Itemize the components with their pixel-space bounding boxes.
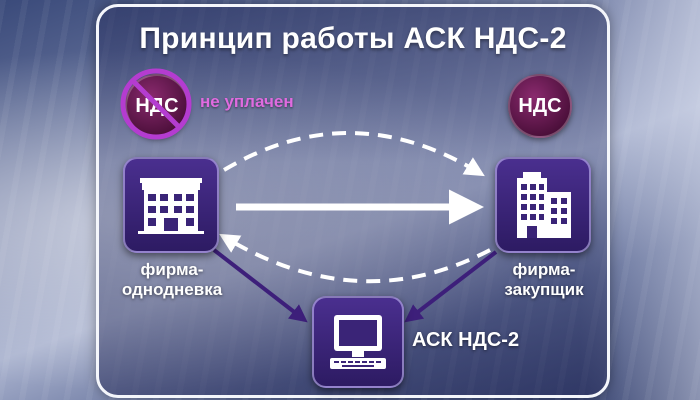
shell-company-label-line2: однодневка bbox=[121, 280, 223, 299]
strike-through-icon bbox=[120, 68, 192, 140]
building-small-icon bbox=[138, 178, 204, 234]
building-large-icon bbox=[517, 172, 571, 238]
vat-paid-badge-text: НДС bbox=[518, 94, 562, 117]
system-node bbox=[312, 296, 404, 388]
vat-paid-badge: НДС bbox=[508, 74, 572, 138]
buyer-company-label-line2: закупщик bbox=[504, 280, 584, 299]
buyer-company-label: фирма- закупщик bbox=[484, 260, 604, 300]
diagram-title: Принцип работы АСК НДС-2 bbox=[139, 22, 567, 55]
vat-unpaid-label: не уплачен bbox=[200, 92, 294, 111]
system-label: АСК НДС-2 bbox=[412, 329, 520, 351]
shell-company-label: фирма- однодневка bbox=[112, 260, 232, 300]
buyer-company-label-line1: фирма- bbox=[512, 260, 576, 279]
computer-icon bbox=[330, 315, 386, 369]
buyer-company-node bbox=[495, 157, 591, 253]
shell-company-label-line1: фирма- bbox=[140, 260, 204, 279]
shell-company-node bbox=[123, 157, 219, 253]
